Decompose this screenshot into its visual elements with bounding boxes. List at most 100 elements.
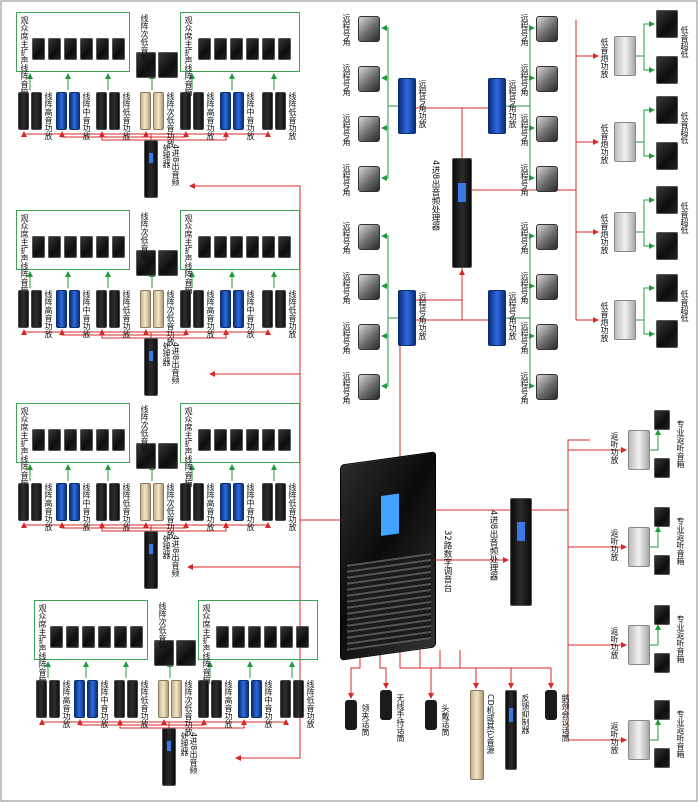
line-array-speaker — [214, 38, 227, 60]
line-array-speaker — [198, 236, 211, 258]
horn-speaker — [536, 16, 558, 42]
mixer-screen — [381, 493, 399, 536]
amplifier — [69, 483, 80, 521]
amplifier — [96, 92, 107, 130]
digital-mixer — [340, 451, 436, 661]
line-array-speaker — [214, 236, 227, 258]
horn-label: 远程号角 — [342, 14, 351, 46]
sub-amp-to-speaker — [636, 107, 655, 143]
amplifier-label: 线阵低音功放 — [288, 483, 297, 531]
horn-label: 远程号角 — [342, 164, 351, 196]
sub-amp-to-speaker — [636, 21, 655, 57]
monitor-amplifier-label: 返听功放 — [610, 627, 619, 659]
amplifier-label: 线阵高音功放 — [206, 290, 215, 338]
line-array-speaker — [64, 38, 77, 60]
line-array-speaker — [262, 38, 275, 60]
conference-mic-label: 鹅颈会议话筒 — [561, 694, 570, 742]
amplifier — [275, 290, 286, 328]
monitor-speaker — [654, 605, 670, 625]
horn-amplifier — [398, 290, 416, 346]
horn-speaker — [358, 274, 380, 300]
lapel-mic — [345, 700, 357, 730]
monitor-amplifier-label: 返听功放 — [610, 722, 619, 754]
line-array-speaker — [32, 38, 45, 60]
horn-label: 远程号角 — [342, 222, 351, 254]
amplifier — [69, 290, 80, 328]
wireless-mic — [380, 690, 392, 720]
amplifier — [31, 290, 42, 328]
line-array-speaker — [96, 38, 109, 60]
amplifier-label: 线阵高音功放 — [44, 92, 53, 140]
line-array-speaker — [96, 236, 109, 258]
horn-amplifier — [488, 78, 506, 134]
peripheral-to-mixer — [419, 650, 479, 689]
left-box-label: 观众席主扩声线阵音箱 — [38, 604, 47, 684]
sub-amplifier-label: 低音炮功放 — [600, 302, 609, 342]
right-box-label: 观众席主扩声线阵音箱 — [184, 407, 193, 487]
amplifier — [198, 680, 209, 718]
amp-to-horn — [381, 317, 398, 339]
amplifier-label: 线阵中音功放 — [82, 483, 91, 531]
main-processor — [452, 158, 472, 268]
line-array-speaker — [114, 626, 127, 648]
line-array-speaker — [48, 236, 61, 258]
amplifier-label: 线阵高音功放 — [224, 680, 233, 728]
sub-speaker — [136, 52, 156, 78]
horn-amplifier-label: 远程号角功放 — [418, 80, 427, 128]
amplifier — [109, 290, 120, 328]
horn-label: 远程号角 — [520, 222, 529, 254]
sub-amp-to-speaker — [643, 142, 655, 159]
horn-label: 远程号角 — [520, 114, 529, 146]
line-array-speaker — [232, 626, 245, 648]
monitor-amplifier — [628, 625, 650, 665]
amplifier — [262, 483, 273, 521]
line-array-box-right — [180, 12, 300, 72]
amplifier — [36, 680, 47, 718]
amplifier — [233, 483, 244, 521]
sub-amplifier — [614, 300, 636, 340]
left-box-label: 观众席主扩声线阵音箱 — [20, 214, 29, 294]
amplifier — [153, 290, 164, 328]
amplifier-label: 线阵低音功放 — [288, 92, 297, 140]
horn-speaker — [536, 374, 558, 400]
monitor-speaker — [654, 700, 670, 720]
monitor-speaker — [654, 458, 670, 478]
amplifier-label: 线阵低音功放 — [140, 680, 149, 728]
sub-amplifier-label: 低音炮功放 — [600, 214, 609, 254]
subwoofer-label: 低音超低 — [680, 290, 689, 322]
horn-label: 远程号角 — [520, 322, 529, 354]
right-box-label: 观众席主扩声线阵音箱 — [184, 16, 193, 96]
amplifier — [220, 92, 231, 130]
cd-player-label: CD机或其它音源 — [486, 694, 495, 754]
amplifier-label: 线阵次低音功放 — [184, 680, 193, 736]
line-array-speaker — [48, 38, 61, 60]
feedback-suppressor — [505, 690, 517, 770]
sub-amp-to-speaker — [636, 197, 655, 233]
amplifier — [18, 290, 29, 328]
sub-speaker — [136, 250, 156, 276]
horn-speaker — [358, 66, 380, 92]
horn-speaker — [358, 224, 380, 250]
monitor-speaker — [654, 507, 670, 527]
headset-mic-label: 头戴话筒 — [441, 704, 450, 736]
mixer-faders — [347, 552, 431, 651]
amplifier — [233, 290, 244, 328]
amplifier — [158, 680, 169, 718]
amplifier-label: 线阵中音功放 — [246, 290, 255, 338]
sub-amp-to-speaker — [643, 56, 655, 73]
monitor-speaker — [654, 748, 670, 768]
main-to-sub-bus — [472, 20, 577, 320]
line-array-box-right — [198, 600, 318, 660]
line-array-speaker — [264, 626, 277, 648]
monitor-amp-to-speaker — [650, 719, 661, 741]
amplifier — [153, 483, 164, 521]
aux-processor-label: 4进8出音频处理器 — [488, 510, 498, 581]
amplifier-label: 线阵中音功放 — [246, 483, 255, 531]
line-array-speaker — [32, 429, 45, 451]
sub-speaker — [158, 443, 178, 469]
horn-label: 远程号角 — [520, 164, 529, 196]
sub-amplifier — [614, 122, 636, 162]
monitor-amp-to-speaker — [650, 526, 661, 548]
amplifier — [171, 680, 182, 718]
